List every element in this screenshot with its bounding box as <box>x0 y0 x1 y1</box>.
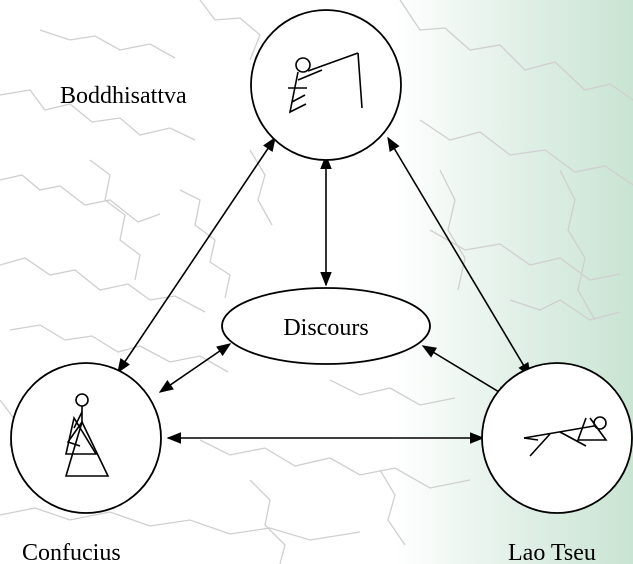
arrow-boddhisattva-laotseu <box>387 136 531 378</box>
reclining-figure-icon <box>523 416 608 457</box>
node-laotseu <box>481 362 633 514</box>
confucius-label: Confucius <box>22 540 121 564</box>
arrow-discours-confucius <box>158 343 232 393</box>
node-discours: Discours <box>221 287 431 365</box>
boddhisattva-label: Boddhisattva <box>60 83 187 109</box>
discours-label: Discours <box>283 315 368 341</box>
discours-ellipse <box>221 287 431 365</box>
standing-figure-icon <box>64 393 110 477</box>
arrow-boddhisattva-confucius <box>117 136 276 374</box>
seated-figure-icon <box>288 52 363 114</box>
arrow-discours-laotseu <box>421 345 511 399</box>
node-circle <box>481 362 633 514</box>
node-boddhisattva <box>250 9 402 161</box>
connections <box>117 136 531 444</box>
node-circle <box>250 9 402 161</box>
laotseu-label: Lao Tseu <box>508 540 596 564</box>
node-confucius <box>10 362 162 514</box>
